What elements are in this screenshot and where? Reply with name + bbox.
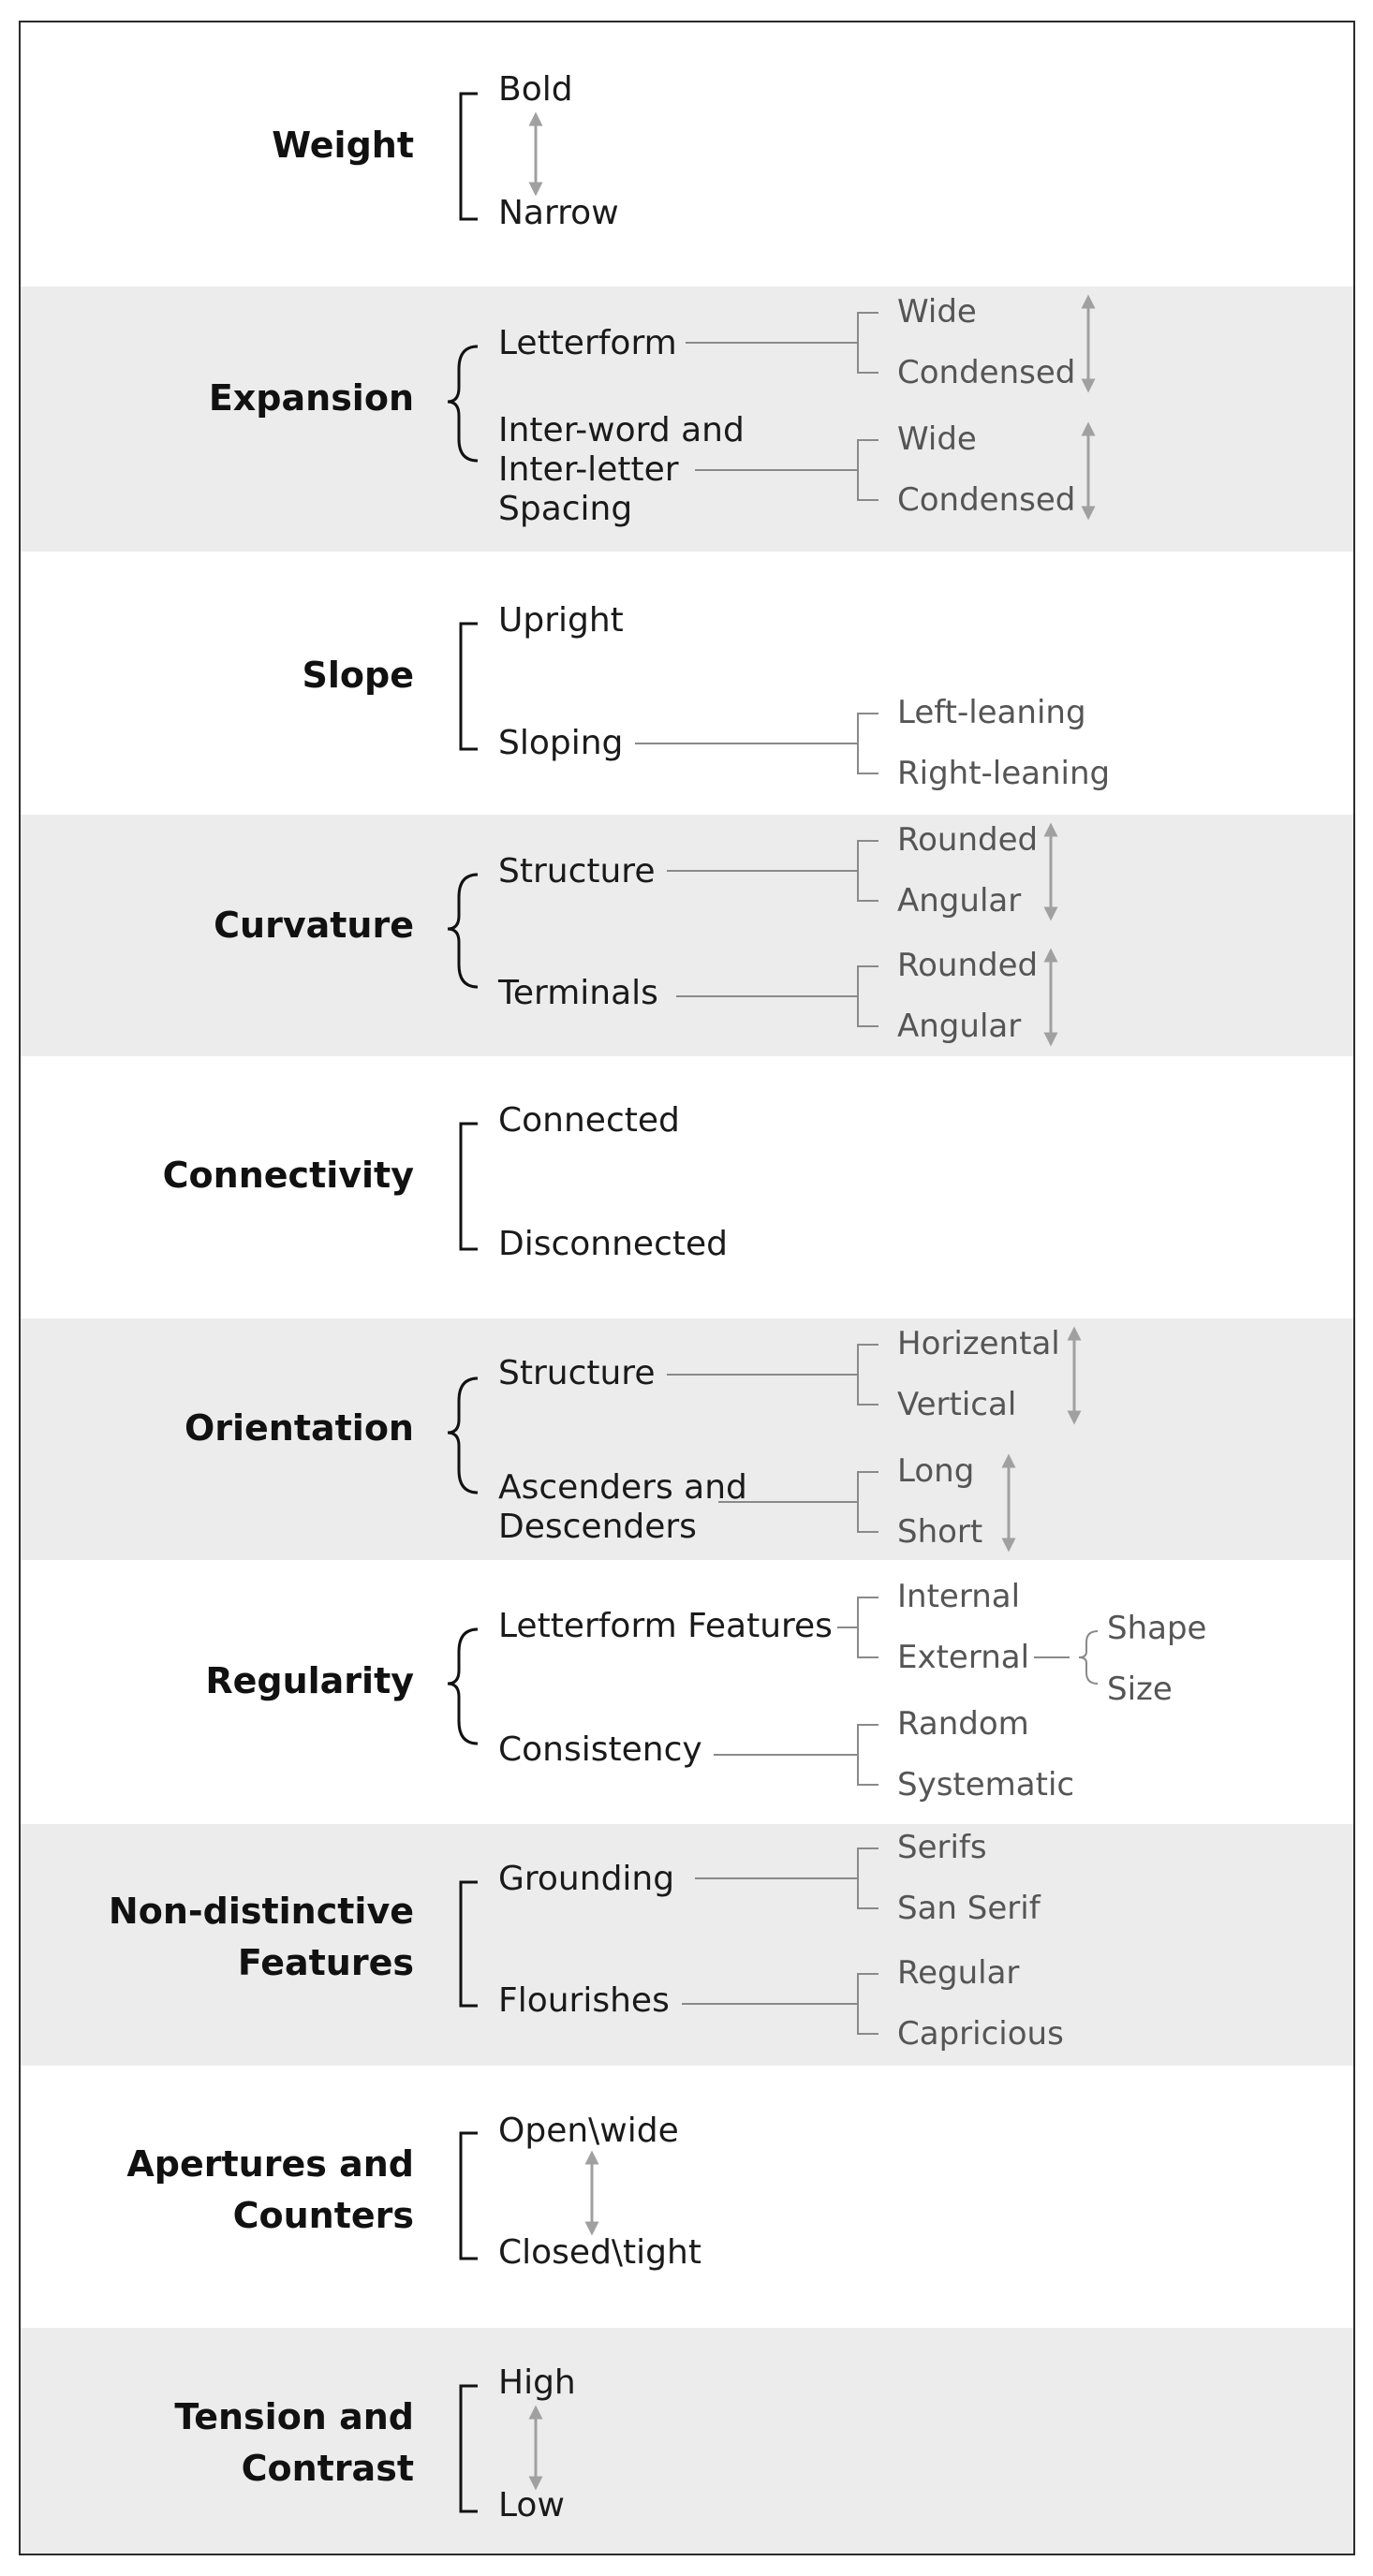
- curly-brace: [447, 1376, 479, 1494]
- band-expansion: [21, 287, 1353, 552]
- option-letterform: Letterform: [498, 324, 677, 362]
- sub-bracket: [857, 713, 878, 774]
- sub-long: Long: [897, 1452, 974, 1490]
- sub-condensed: Condensed: [897, 481, 1075, 519]
- sub-regular: Regular: [897, 1954, 1019, 1992]
- option-letterform-features: Letterform Features: [498, 1607, 833, 1645]
- sub-external: External: [897, 1639, 1029, 1676]
- sub-bracket: [857, 1471, 878, 1533]
- option-disconnected: Disconnected: [498, 1225, 728, 1263]
- option-bold: Bold: [498, 70, 573, 109]
- category-tension-and-contrast: Tension and Contrast High Low: [174, 2363, 575, 2524]
- category-curvature: Curvature Structure Terminals Rounded An…: [214, 821, 1058, 1047]
- category-weight: Weight Bold Narrow: [272, 70, 618, 232]
- option-consistency: Consistency: [498, 1730, 702, 1769]
- category-connectivity: Connectivity Connected Disconnected: [163, 1101, 728, 1263]
- bracket: [459, 1880, 478, 2008]
- option-terminals: Terminals: [497, 974, 658, 1012]
- band-tension: [21, 2328, 1353, 2554]
- sub-bracket: [857, 1724, 878, 1786]
- option-grounding: Grounding: [498, 1860, 674, 1898]
- option-flourishes: Flourishes: [498, 1981, 670, 2020]
- sub-bracket: [857, 1847, 878, 1909]
- band-orientation: [21, 1318, 1353, 1560]
- category-label: Expansion: [209, 377, 414, 419]
- option-low: Low: [498, 2486, 565, 2524]
- small-curly-brace: [1078, 1630, 1099, 1685]
- sub-size: Size: [1107, 1671, 1173, 1708]
- sub-rounded: Rounded: [897, 821, 1038, 859]
- option-spacing-line2: Inter-letter: [498, 450, 679, 489]
- sub-serifs: Serifs: [897, 1829, 987, 1866]
- sub-bracket: [857, 439, 878, 501]
- sub-right-leaning: Right-leaning: [897, 755, 1110, 792]
- option-upright: Upright: [498, 601, 624, 640]
- sub-bracket: [857, 965, 878, 1027]
- sub-random: Random: [897, 1705, 1029, 1743]
- sub-horizental: Horizental: [897, 1325, 1060, 1362]
- band-curvature: [21, 815, 1353, 1056]
- category-label-line2: Features: [238, 1942, 414, 1983]
- sub-rounded: Rounded: [897, 947, 1038, 984]
- category-non-distinctive-features: Non-distinctive Features Grounding Flour…: [109, 1829, 1064, 2053]
- sub-wide: Wide: [897, 420, 977, 458]
- option-sloping: Sloping: [498, 724, 623, 762]
- option-closed-tight: Closed\tight: [498, 2233, 701, 2272]
- category-label: Orientation: [185, 1407, 414, 1449]
- curly-brace: [447, 1627, 479, 1745]
- sub-wide: Wide: [897, 293, 977, 331]
- typography-attribute-diagram: Weight Bold Narrow Expansion Letterform …: [109, 70, 1207, 2524]
- diagram-frame: Weight Bold Narrow Expansion Letterform …: [19, 21, 1355, 2555]
- category-expansion: Expansion Letterform Inter-word and Inte…: [209, 293, 1096, 528]
- category-label-line2: Contrast: [242, 2448, 414, 2489]
- category-label: Weight: [272, 125, 414, 166]
- band-non-distinctive: [21, 1824, 1353, 2066]
- option-structure: Structure: [498, 852, 655, 891]
- category-label-line2: Counters: [233, 2195, 414, 2236]
- bracket: [459, 2131, 478, 2260]
- bracket: [459, 92, 478, 221]
- option-high: High: [498, 2363, 576, 2402]
- option-structure: Structure: [498, 1354, 655, 1392]
- sub-left-leaning: Left-leaning: [897, 694, 1086, 731]
- sub-condensed: Condensed: [897, 354, 1075, 391]
- sub-vertical: Vertical: [897, 1386, 1016, 1423]
- option-connected: Connected: [498, 1101, 680, 1140]
- category-label: Slope: [303, 655, 414, 696]
- sub-bracket: [857, 840, 878, 902]
- category-regularity: Regularity Letterform Features Consisten…: [205, 1578, 1206, 1803]
- category-label-line1: Apertures and: [126, 2143, 414, 2185]
- sub-internal: Internal: [897, 1578, 1020, 1615]
- category-label-line1: Non-distinctive: [109, 1891, 414, 1932]
- bracket: [459, 2384, 478, 2513]
- category-label: Curvature: [214, 905, 414, 946]
- sub-systematic: Systematic: [897, 1766, 1074, 1803]
- category-orientation: Orientation Structure Ascenders and Desc…: [185, 1325, 1082, 1553]
- curly-brace: [447, 345, 479, 463]
- bracket: [459, 622, 478, 751]
- option-narrow: Narrow: [498, 194, 619, 232]
- sub-shape: Shape: [1107, 1610, 1206, 1647]
- bracket: [459, 1122, 478, 1251]
- category-label-line1: Tension and: [174, 2396, 414, 2437]
- sub-angular: Angular: [897, 1008, 1021, 1045]
- sub-bracket: [857, 312, 878, 374]
- category-apertures-and-counters: Apertures and Counters Open\wide Closed\…: [126, 2112, 701, 2272]
- option-ascenders-line1: Ascenders and: [498, 1468, 747, 1507]
- category-label: Connectivity: [163, 1155, 415, 1196]
- category-slope: Slope Upright Sloping Left-leaning Right…: [303, 601, 1111, 792]
- option-spacing-line1: Inter-word and: [498, 411, 745, 449]
- sub-bracket: [857, 1973, 878, 2035]
- sub-short: Short: [897, 1513, 982, 1551]
- sub-angular: Angular: [897, 882, 1021, 920]
- sub-bracket: [857, 1597, 878, 1658]
- curly-brace: [447, 873, 479, 989]
- option-ascenders-line2: Descenders: [498, 1508, 697, 1546]
- sub-san-serif: San Serif: [897, 1890, 1041, 1927]
- category-label: Regularity: [205, 1660, 414, 1701]
- option-spacing-line3: Spacing: [498, 490, 632, 528]
- sub-bracket: [857, 1344, 878, 1406]
- sub-capricious: Capricious: [897, 2015, 1064, 2053]
- option-open-wide: Open\wide: [498, 2112, 679, 2150]
